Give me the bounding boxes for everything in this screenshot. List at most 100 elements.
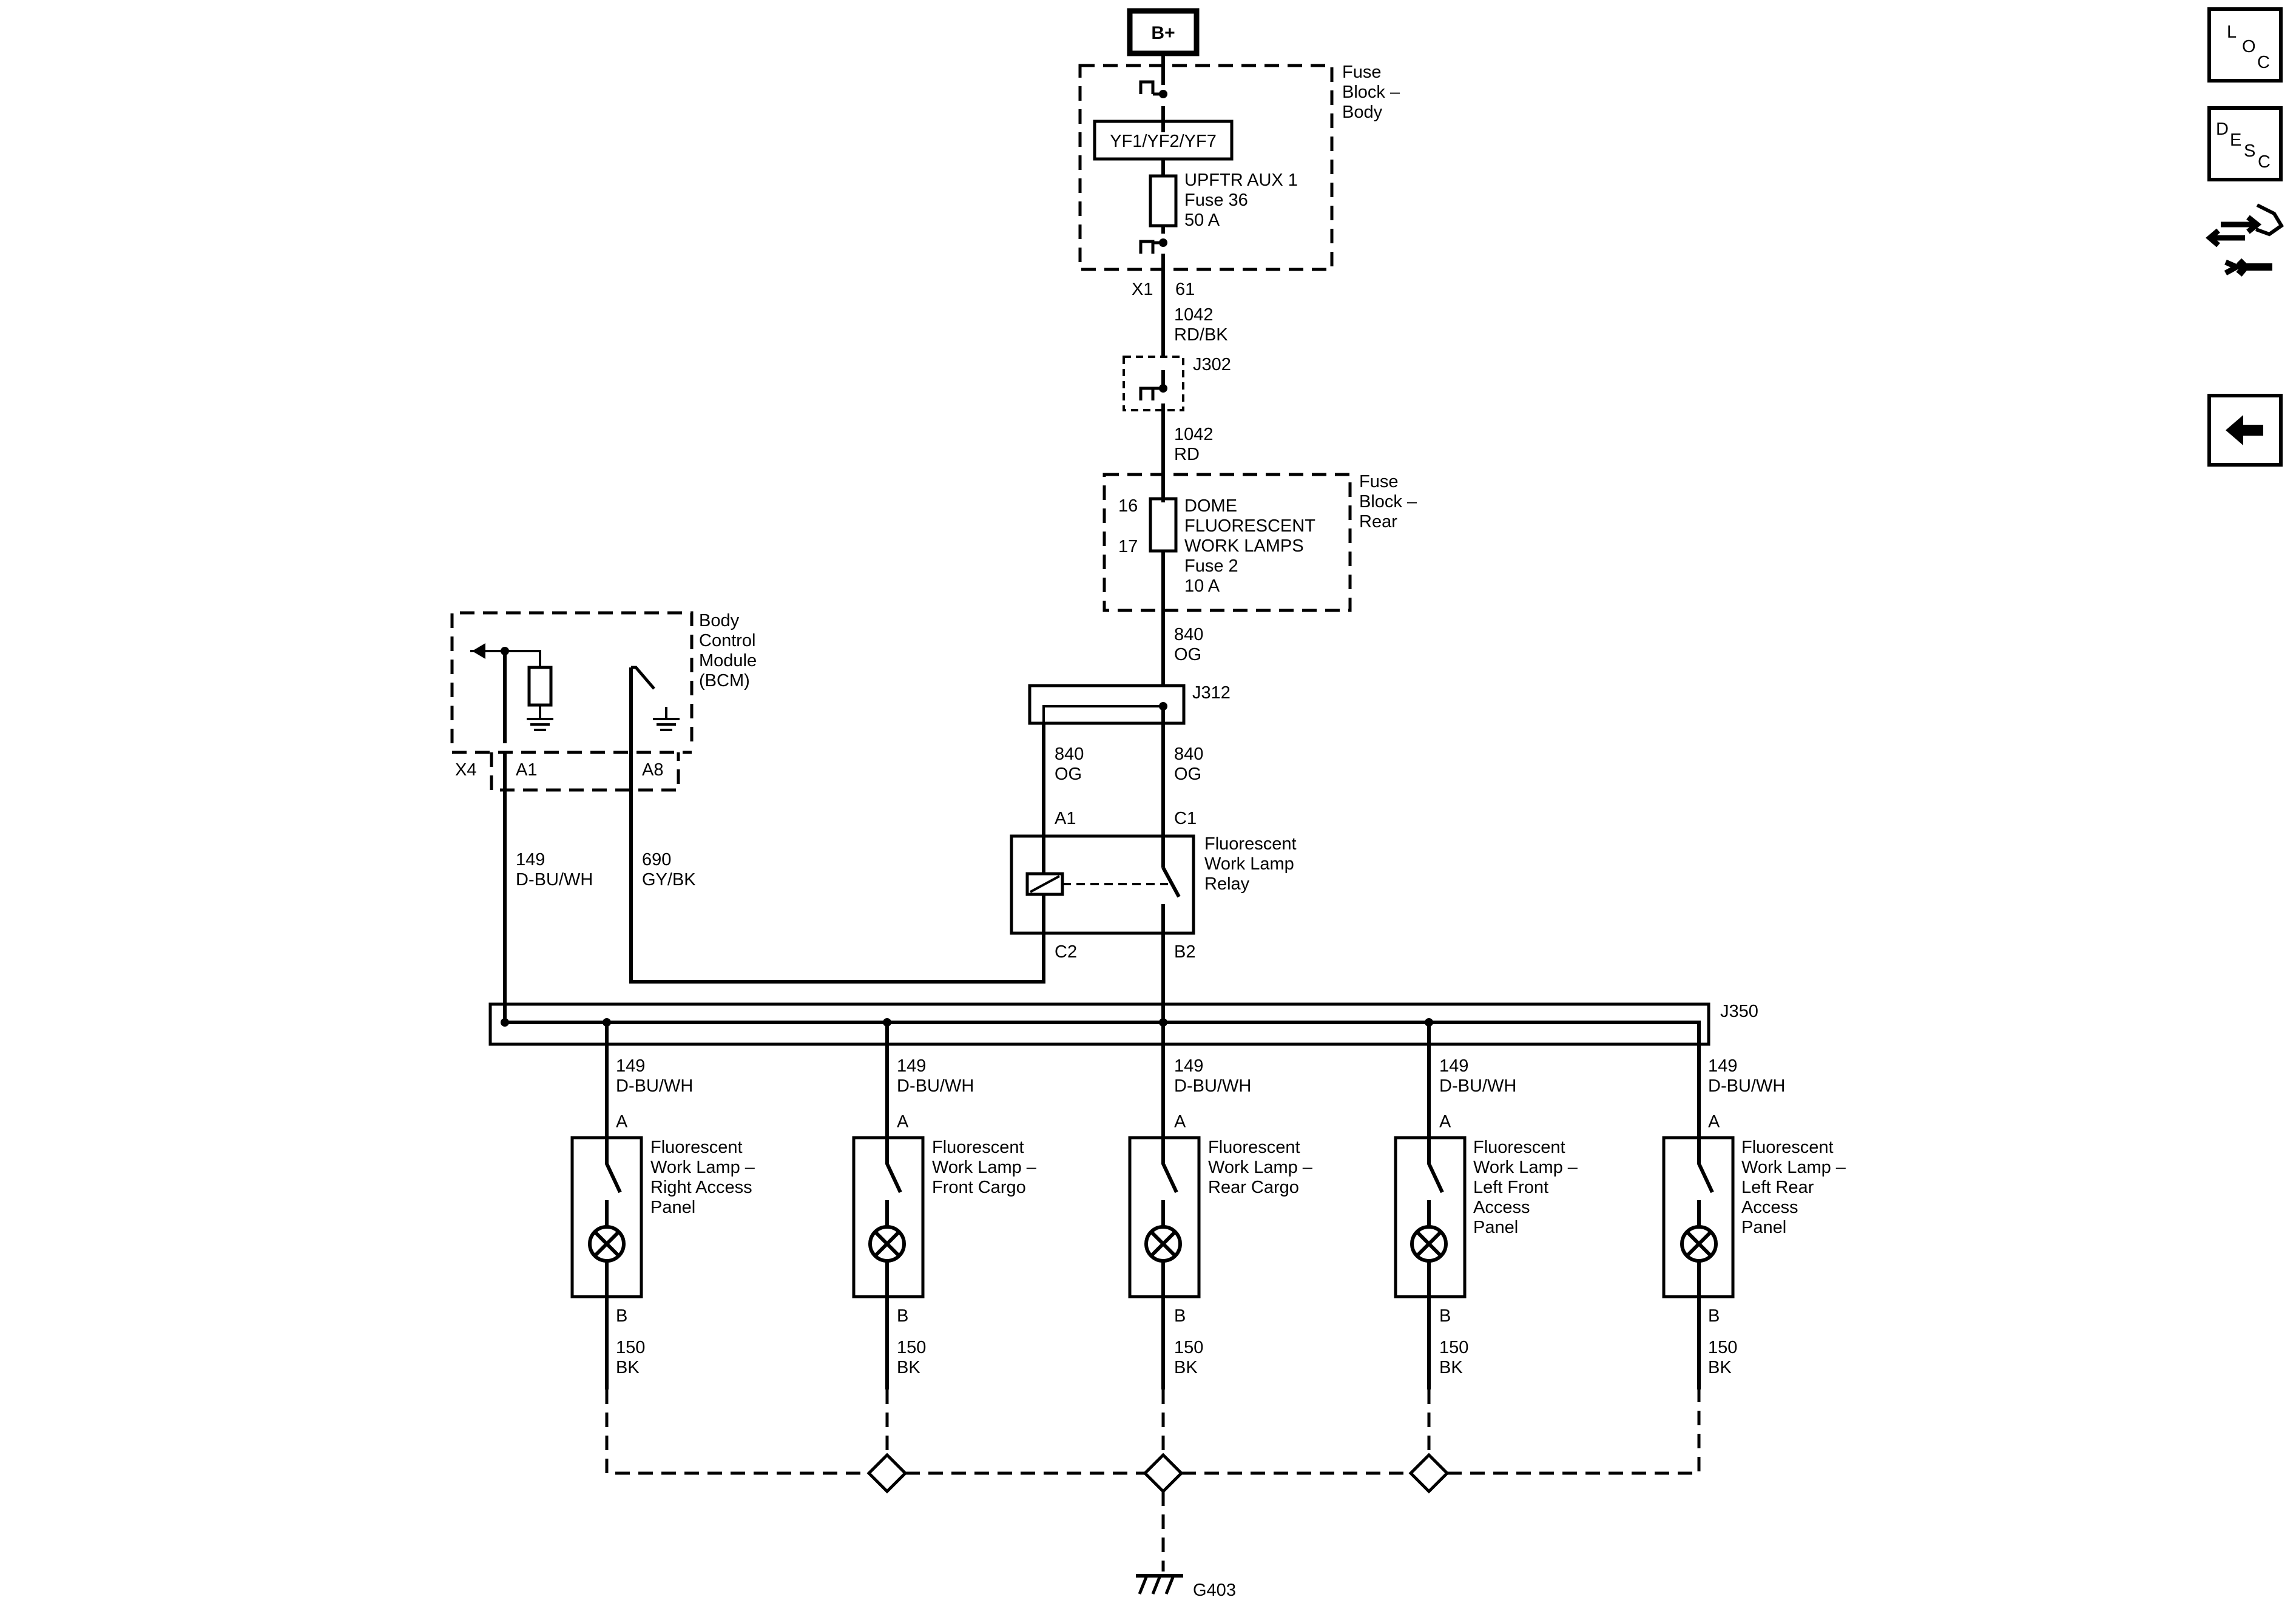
lamp-5-title-5: Panel: [1741, 1218, 1786, 1237]
wire-149-bcm-number: 149: [516, 850, 545, 869]
wire-840-right-color: OG: [1174, 765, 1201, 784]
lamp-1-wire-color: D-BU/WH: [616, 1076, 693, 1096]
lamp-1-title-1: Fluorescent: [650, 1138, 743, 1157]
bcm-title-3: Module: [699, 651, 757, 670]
desc-letter-d: D: [2216, 120, 2229, 139]
lamp-1-wire-number: 149: [616, 1056, 645, 1076]
lamp-5-title-1: Fluorescent: [1741, 1138, 1834, 1157]
lamp-1-title-4: Panel: [650, 1198, 695, 1217]
lamp-2-title-1: Fluorescent: [932, 1138, 1024, 1157]
fuse-block-rear-title-3: Rear: [1359, 512, 1397, 532]
wire-1042-rd-color: RD: [1174, 445, 1200, 464]
desc-letter-c: C: [2258, 152, 2271, 172]
splice-j302-label: J302: [1193, 355, 1231, 374]
wire-690-number: 690: [642, 850, 671, 869]
relay-pin-a1: A1: [1055, 809, 1076, 828]
lamp-4-pin-b: B: [1439, 1306, 1451, 1326]
b-plus-label: B+: [1151, 23, 1175, 43]
lamp-rear-cargo: 149 D-BU/WH A B 150 BK Fluorescent Work …: [1128, 1044, 1313, 1389]
lamp-3-title-1: Fluorescent: [1208, 1138, 1300, 1157]
fuse-2-label-line1: DOME: [1184, 496, 1237, 516]
fuse-block-rear: 16 17 DOME FLUORESCENT WORK LAMPS Fuse 2…: [1102, 472, 1417, 612]
ground-g403-label: G403: [1193, 1581, 1236, 1600]
lamp-1-ground-wire-number: 150: [616, 1338, 645, 1357]
lamp-4-title-2: Work Lamp –: [1473, 1158, 1578, 1177]
bcm-title-4: (BCM): [699, 671, 750, 690]
lamp-2-wire-color: D-BU/WH: [897, 1076, 974, 1096]
lamp-5-pin-a: A: [1708, 1112, 1720, 1132]
relay-title-1: Fluorescent: [1204, 834, 1297, 854]
splice-j312-label: J312: [1192, 683, 1231, 703]
loc-button[interactable]: L O C: [2207, 7, 2283, 83]
splice-j312: J312: [1028, 683, 1231, 725]
fuse-rear-pin-16: 16: [1118, 496, 1138, 516]
lamp-3-wire-number: 149: [1174, 1056, 1203, 1076]
relay-pin-c2: C2: [1055, 942, 1077, 962]
wire-840-top-number: 840: [1174, 625, 1203, 644]
desc-letter-e: E: [2230, 130, 2241, 150]
connector-x1-label: X1: [1132, 280, 1153, 299]
fuse-2-label-line3: WORK LAMPS: [1184, 536, 1304, 556]
wire-840-left-number: 840: [1055, 744, 1084, 764]
back-button[interactable]: [2207, 394, 2283, 467]
lamp-4-ground-wire-number: 150: [1439, 1338, 1468, 1357]
fuse-block-body-title-2: Block –: [1342, 83, 1400, 102]
b-plus-source: B+: [1127, 8, 1200, 56]
lamp-4-ground-wire-color: BK: [1439, 1358, 1463, 1377]
lamp-5-title-2: Work Lamp –: [1741, 1158, 1846, 1177]
fuse-2-label-line2: FLUORESCENT: [1184, 516, 1315, 536]
bcm-pin-a8: A8: [642, 760, 663, 780]
lamp-2-title-3: Front Cargo: [932, 1178, 1026, 1197]
relay-pin-b2: B2: [1174, 942, 1195, 962]
arrow-left-icon: [2226, 415, 2263, 445]
bcm-connector-x4: X4: [455, 760, 476, 780]
loc-letter-o: O: [2242, 37, 2256, 56]
lamp-4-title-5: Panel: [1473, 1218, 1518, 1237]
relay-pin-c1: C1: [1174, 809, 1197, 828]
wire-149-bcm-color: D-BU/WH: [516, 870, 593, 890]
lamp-2-pin-b: B: [897, 1306, 908, 1326]
lamp-2-ground-wire-color: BK: [897, 1358, 920, 1377]
connector-tools-icon[interactable]: [2206, 203, 2284, 277]
lamp-5-pin-b: B: [1708, 1306, 1720, 1326]
fuse-2-label-line4: Fuse 2: [1184, 556, 1238, 576]
lamp-4-title-4: Access: [1473, 1198, 1530, 1217]
lamp-3-ground-wire-color: BK: [1174, 1358, 1198, 1377]
lamp-3-ground-wire-number: 150: [1174, 1338, 1203, 1357]
ground-g403: G403: [1136, 1574, 1236, 1600]
wire-840-right-number: 840: [1174, 744, 1203, 764]
lamp-5-wire-number: 149: [1708, 1056, 1737, 1076]
lamp-5-wire-color: D-BU/WH: [1708, 1076, 1785, 1096]
splice-j302: J302: [1123, 355, 1231, 411]
lamp-2-pin-a: A: [897, 1112, 909, 1132]
wire-1042-rd-number: 1042: [1174, 425, 1214, 444]
lamp-4-pin-a: A: [1439, 1112, 1451, 1132]
lamp-left-front-access-panel: 149 D-BU/WH A B 150 BK Fluorescent Work …: [1394, 1044, 1578, 1389]
desc-letter-s: S: [2244, 141, 2255, 161]
splice-j350-label: J350: [1720, 1002, 1758, 1021]
lamp-1-title-3: Right Access: [650, 1178, 752, 1197]
lamp-5-title-3: Left Rear: [1741, 1178, 1814, 1197]
fuse-block-body: YF1/YF2/YF7 UPFTR AUX 1 Fuse 36 50 A Fus…: [1078, 62, 1400, 299]
bcm-title-2: Control: [699, 631, 756, 650]
fuse-36-label-line1: UPFTR AUX 1: [1184, 170, 1298, 190]
desc-button[interactable]: D E S C: [2207, 106, 2283, 181]
lamp-1-ground-wire-color: BK: [616, 1358, 640, 1377]
lamp-1-pin-b: B: [616, 1306, 627, 1326]
fuse-36-label-line2: Fuse 36: [1184, 191, 1248, 210]
lamp-4-title-3: Left Front: [1473, 1178, 1548, 1197]
lamp-2-title-2: Work Lamp –: [932, 1158, 1037, 1177]
fuse-36-label-line3: 50 A: [1184, 211, 1220, 230]
relay-title-2: Work Lamp: [1204, 854, 1294, 874]
lamp-5-ground-wire-color: BK: [1708, 1358, 1732, 1377]
fuse-2-label-line5: 10 A: [1184, 576, 1220, 596]
fuse-block-rear-title-1: Fuse: [1359, 472, 1398, 491]
fuse-id-label: YF1/YF2/YF7: [1110, 132, 1217, 151]
lamp-3-title-2: Work Lamp –: [1208, 1158, 1313, 1177]
wire-1042-rdbk-number: 1042: [1174, 305, 1214, 325]
fuse-block-body-title-1: Fuse: [1342, 62, 1381, 82]
lamp-1-title-2: Work Lamp –: [650, 1158, 755, 1177]
lamp-right-access-panel: 149 D-BU/WH A B 150 BK Fluorescent Work …: [570, 1044, 755, 1389]
lamp-1-pin-a: A: [616, 1112, 628, 1132]
fuse-block-body-title-3: Body: [1342, 103, 1383, 122]
